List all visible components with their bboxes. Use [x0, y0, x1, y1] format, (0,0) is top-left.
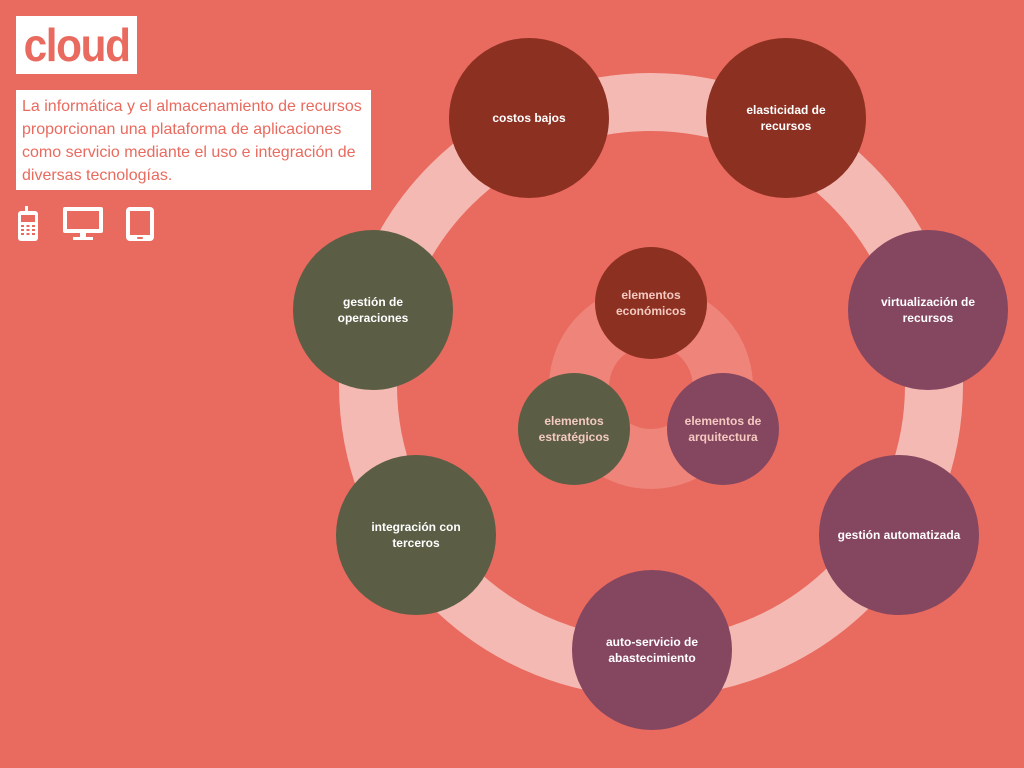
description-box: La informática y el almacenamiento de re… — [16, 90, 371, 190]
node-elementos-estrategicos: elementos estratégicos — [518, 373, 630, 485]
node-integracion-con-terceros: integración con terceros — [336, 455, 496, 615]
desktop-monitor-icon — [63, 207, 103, 240]
node-costos-bajos: costos bajos — [449, 38, 609, 198]
node-virtualizacion-de-recursos: virtualización de recursos — [848, 230, 1008, 390]
node-elementos-economicos: elementos económicos — [595, 247, 707, 359]
description-text: La informática y el almacenamiento de re… — [22, 98, 362, 184]
node-gestion-automatizada: gestión automatizada — [819, 455, 979, 615]
node-auto-servicio-de-abastecimiento: auto-servicio de abastecimiento — [572, 570, 732, 730]
node-gestion-de-operaciones: gestión de operaciones — [293, 230, 453, 390]
mobile-phone-icon — [18, 206, 38, 241]
title-box: cloud — [16, 16, 137, 74]
node-elementos-de-arquitectura: elementos de arquitectura — [667, 373, 779, 485]
page-title: cloud — [23, 19, 131, 71]
tablet-icon — [126, 207, 154, 241]
node-elasticidad-de-recursos: elasticidad de recursos — [706, 38, 866, 198]
